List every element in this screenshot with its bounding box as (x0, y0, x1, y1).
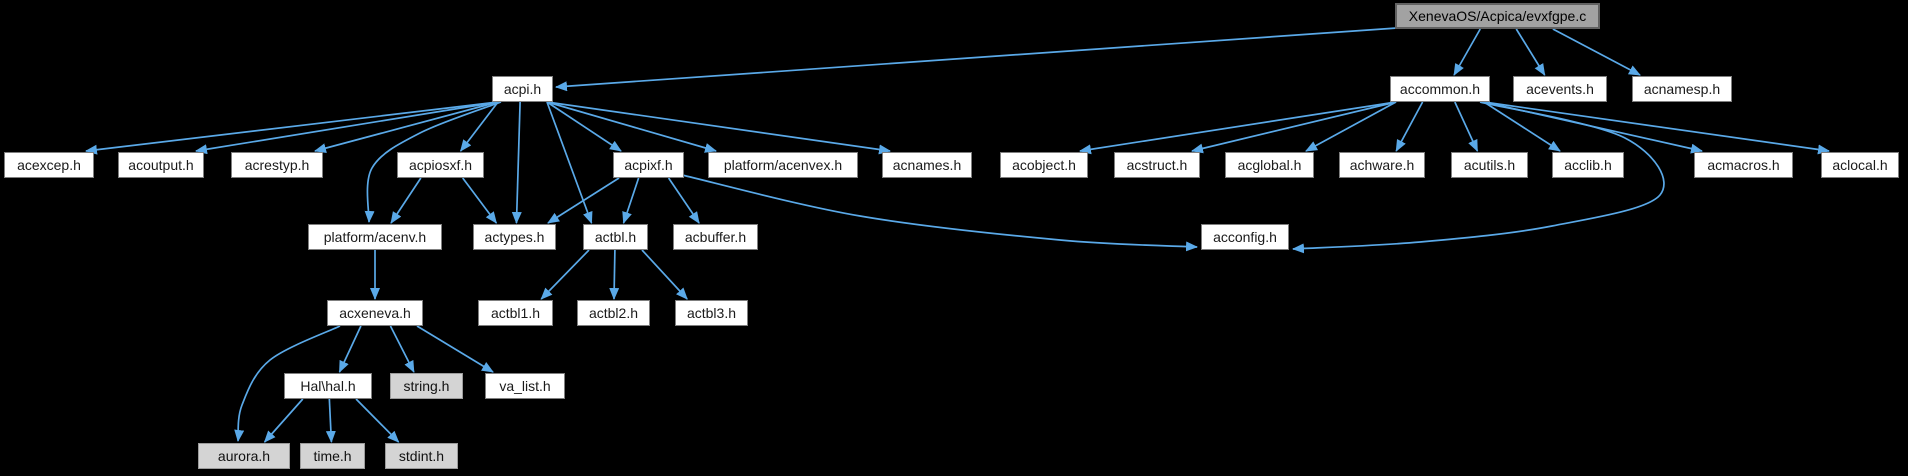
edge-acpi-to-actbl (546, 101, 593, 224)
node-acenv[interactable]: platform/acenv.h (308, 224, 442, 250)
edge-accommon-to-acstruct (1191, 101, 1397, 154)
edge-acxeneva-to-hal (338, 325, 362, 373)
node-acevents[interactable]: acevents.h (1513, 76, 1607, 102)
node-acnamesp[interactable]: acnamesp.h (1632, 76, 1732, 102)
edge-acpixf-to-actypes (547, 177, 620, 224)
edge-accommon-to-acutils (1454, 101, 1479, 152)
node-actypes[interactable]: actypes.h (473, 224, 556, 250)
edge-acpi-to-acexcep (85, 101, 499, 155)
node-acexcep[interactable]: acexcep.h (4, 152, 94, 178)
edge-acpi-to-acoutput (195, 101, 499, 155)
edge-acxeneva-to-valist (416, 325, 494, 373)
edge-acpi-to-actypes (511, 101, 522, 224)
edge-acpiosxf-to-actypes (462, 177, 498, 224)
node-acmacros[interactable]: acmacros.h (1694, 152, 1793, 178)
node-acconfig[interactable]: acconfig.h (1201, 224, 1289, 250)
node-acpi[interactable]: acpi.h (492, 76, 553, 102)
node-acoutput[interactable]: acoutput.h (118, 152, 204, 178)
node-actbl1[interactable]: actbl1.h (478, 300, 553, 326)
edge-evxfgpe-to-acpi (555, 27, 1398, 92)
node-acpiosxf[interactable]: acpiosxf.h (397, 152, 484, 178)
edge-acpi-to-acrestyp (314, 101, 499, 153)
edge-acpi-to-acpiosxf (459, 101, 499, 152)
node-acpixf[interactable]: acpixf.h (613, 152, 684, 178)
edge-accommon-to-achware (1395, 101, 1424, 152)
node-acrestyp[interactable]: acrestyp.h (231, 152, 323, 178)
node-acclib[interactable]: acclib.h (1552, 152, 1624, 178)
node-aclocal[interactable]: aclocal.h (1821, 152, 1899, 178)
edge-evxfgpe-to-accommon (1453, 28, 1481, 76)
edge-evxfgpe-to-acnamesp (1552, 28, 1641, 76)
node-acbuffer[interactable]: acbuffer.h (673, 224, 758, 250)
node-accommon[interactable]: accommon.h (1390, 76, 1490, 102)
edge-actbl-to-actbl3 (641, 249, 688, 300)
edge-hal-to-time (325, 398, 336, 443)
edge-hal-to-aurora (263, 398, 304, 443)
node-acxeneva[interactable]: acxeneva.h (327, 300, 423, 326)
node-acutils[interactable]: acutils.h (1451, 152, 1528, 178)
node-stdint[interactable]: stdint.h (385, 443, 458, 469)
node-valist[interactable]: va_list.h (485, 373, 565, 399)
edge-acpi-to-acnames (546, 101, 891, 155)
node-evxfgpe[interactable]: XenevaOS/Acpica/evxfgpe.c (1395, 3, 1600, 29)
edge-acpi-to-acpixf (546, 101, 622, 152)
node-actbl[interactable]: actbl.h (583, 224, 648, 250)
edge-acpi-to-acenvex (546, 101, 717, 153)
node-acobject[interactable]: acobject.h (1000, 152, 1088, 178)
node-acglobal[interactable]: acglobal.h (1225, 152, 1314, 178)
edge-acpixf-to-actbl (622, 177, 640, 224)
node-acstruct[interactable]: acstruct.h (1114, 152, 1200, 178)
node-aurora[interactable]: aurora.h (198, 443, 290, 469)
node-acnames[interactable]: acnames.h (882, 152, 972, 178)
edge-evxfgpe-to-acevents (1515, 28, 1546, 76)
node-actbl3[interactable]: actbl3.h (675, 300, 748, 326)
edge-actbl-to-actbl2 (609, 249, 620, 300)
edge-acxeneva-to-aurora (234, 325, 341, 442)
node-time[interactable]: time.h (300, 443, 365, 469)
edge-accommon-to-acobject (1079, 101, 1397, 155)
node-acenvex[interactable]: platform/acenvex.h (708, 152, 858, 178)
edge-acpixf-to-acbuffer (667, 177, 700, 224)
edge-acpiosxf-to-acenv (390, 177, 422, 224)
edge-actbl-to-actbl1 (540, 249, 590, 300)
edge-accommon-to-acclib (1483, 101, 1561, 152)
edge-accommon-to-acglobal (1305, 101, 1397, 152)
edge-hal-to-stdint (355, 398, 400, 443)
edge-acxeneva-to-string (389, 325, 415, 373)
edge-acpixf-to-acconfig (681, 174, 1198, 252)
edge-accommon-to-aclocal (1483, 101, 1830, 155)
edge-acpi-to-acenv (364, 101, 502, 223)
node-achware[interactable]: achware.h (1339, 152, 1425, 178)
node-actbl2[interactable]: actbl2.h (577, 300, 650, 326)
node-string[interactable]: string.h (390, 373, 463, 399)
edge-accommon-to-acconfig (1292, 101, 1665, 254)
node-hal[interactable]: Hal\hal.h (284, 373, 372, 399)
